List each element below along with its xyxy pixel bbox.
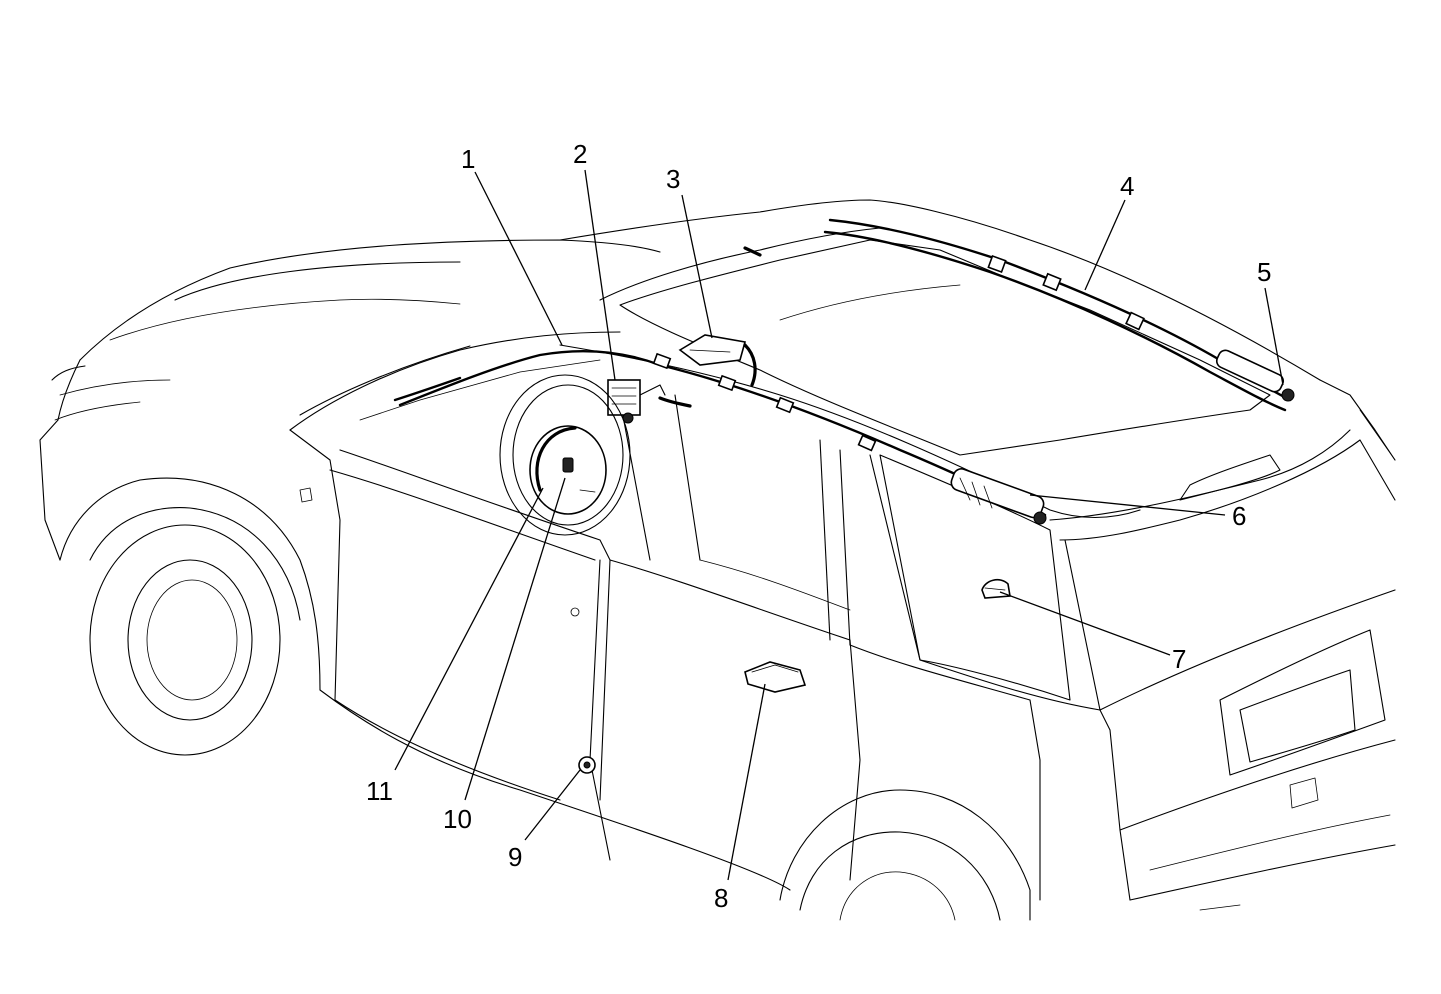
- roof-rail-airbag-right: [828, 218, 1292, 402]
- leader-8: [727, 683, 766, 881]
- callout-10: 10: [443, 804, 472, 834]
- leader-5: [1264, 287, 1284, 386]
- overhead-sensor-module: [678, 334, 757, 387]
- callout-9: 9: [508, 842, 522, 872]
- leader-9: [524, 769, 581, 841]
- callout-5: 5: [1257, 257, 1271, 287]
- callout-7: 7: [1172, 644, 1186, 674]
- roof-rail-inflator-right: [1215, 349, 1295, 402]
- roof-rail-airbag-left: [398, 349, 1047, 517]
- callout-6: 6: [1232, 501, 1246, 531]
- leader-3: [681, 194, 713, 339]
- leader-7: [999, 591, 1171, 656]
- callout-11: 11: [366, 776, 393, 806]
- callout-labels: 1 2 3 4 5 6 7 8 9 10 11: [366, 139, 1271, 913]
- callout-2: 2: [573, 139, 587, 169]
- callout-8: 8: [714, 883, 728, 913]
- vehicle-body-outline: [39, 199, 1396, 921]
- callout-3: 3: [666, 164, 680, 194]
- side-impact-sensor-rear: [981, 578, 1011, 599]
- sensing-diagnostic-module: [744, 661, 807, 693]
- leader-lines: [394, 169, 1284, 881]
- callout-1: 1: [461, 144, 475, 174]
- side-impact-sensor-front: [578, 756, 596, 774]
- steering-wheel-airbag: [499, 374, 631, 536]
- leader-11: [394, 487, 544, 771]
- roof-rail-inflator-left: [950, 468, 1047, 525]
- leader-2: [584, 169, 616, 381]
- leader-1: [474, 171, 563, 346]
- steering-column-connector: [607, 379, 666, 424]
- airbag-components: [393, 218, 1295, 774]
- leader-4: [1084, 199, 1126, 291]
- leader-10: [464, 477, 566, 801]
- leader-6: [1029, 494, 1226, 516]
- callout-4: 4: [1120, 171, 1134, 201]
